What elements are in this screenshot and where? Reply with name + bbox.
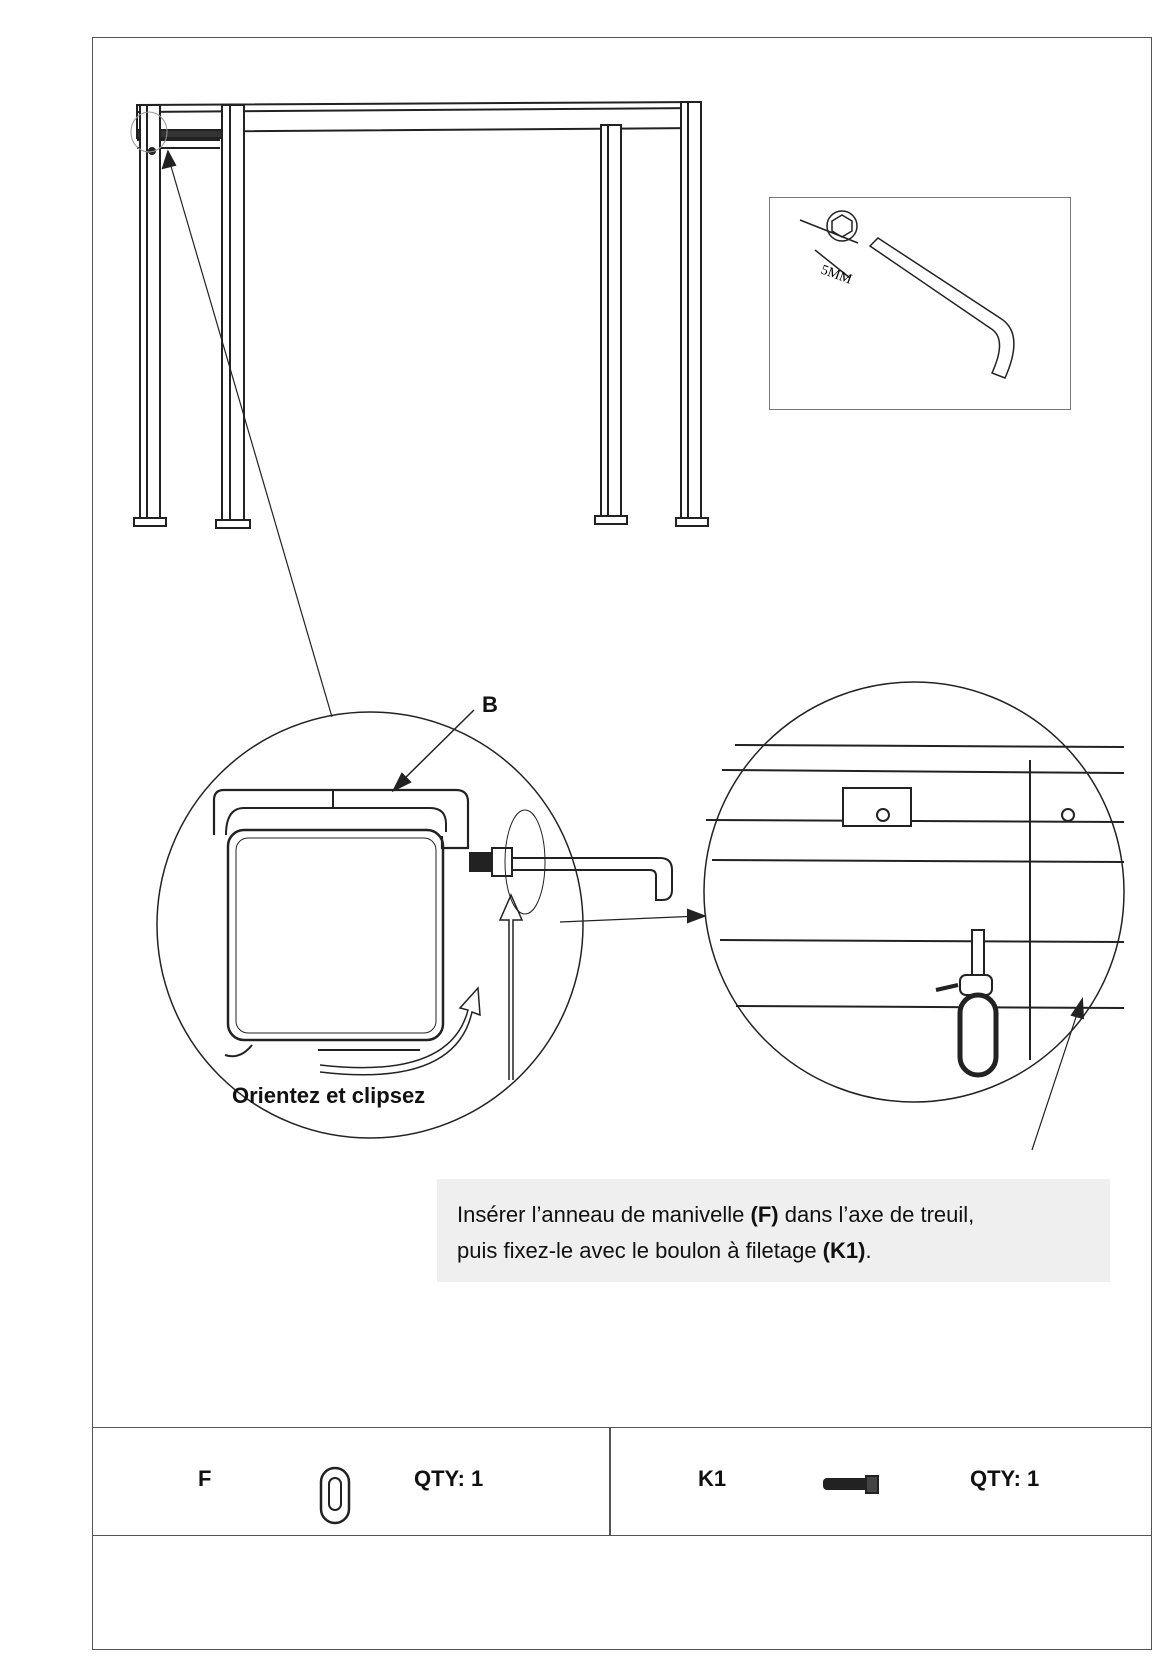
hex-key-icon: 5MM xyxy=(799,210,1015,379)
part-code: F xyxy=(198,1466,212,1491)
pergola-frame-illustration xyxy=(130,100,709,718)
tool-required-box: 5MM xyxy=(769,197,1071,410)
parts-table: F QTY: 1 K1 QTY: 1 xyxy=(92,1427,1152,1536)
threaded-bolt-icon xyxy=(823,1475,879,1494)
svg-text:5MM: 5MM xyxy=(819,263,855,288)
part-qty: QTY: 1 xyxy=(970,1466,1040,1491)
orient-caption: Orientez et clipsez xyxy=(232,1083,426,1108)
crank-ring-detail-illustration xyxy=(703,681,1125,1151)
instruction-note: Insérer l’anneau de manivelle (F) dans l… xyxy=(437,1179,1110,1282)
page-frame xyxy=(92,37,1152,1650)
clip-detail-illustration xyxy=(156,709,707,1139)
part-qty: QTY: 1 xyxy=(414,1466,484,1491)
parts-divider xyxy=(609,1428,611,1535)
part-code: K1 xyxy=(698,1466,727,1491)
callout-b-label: B xyxy=(482,692,498,717)
crank-ring-icon xyxy=(319,1466,351,1525)
